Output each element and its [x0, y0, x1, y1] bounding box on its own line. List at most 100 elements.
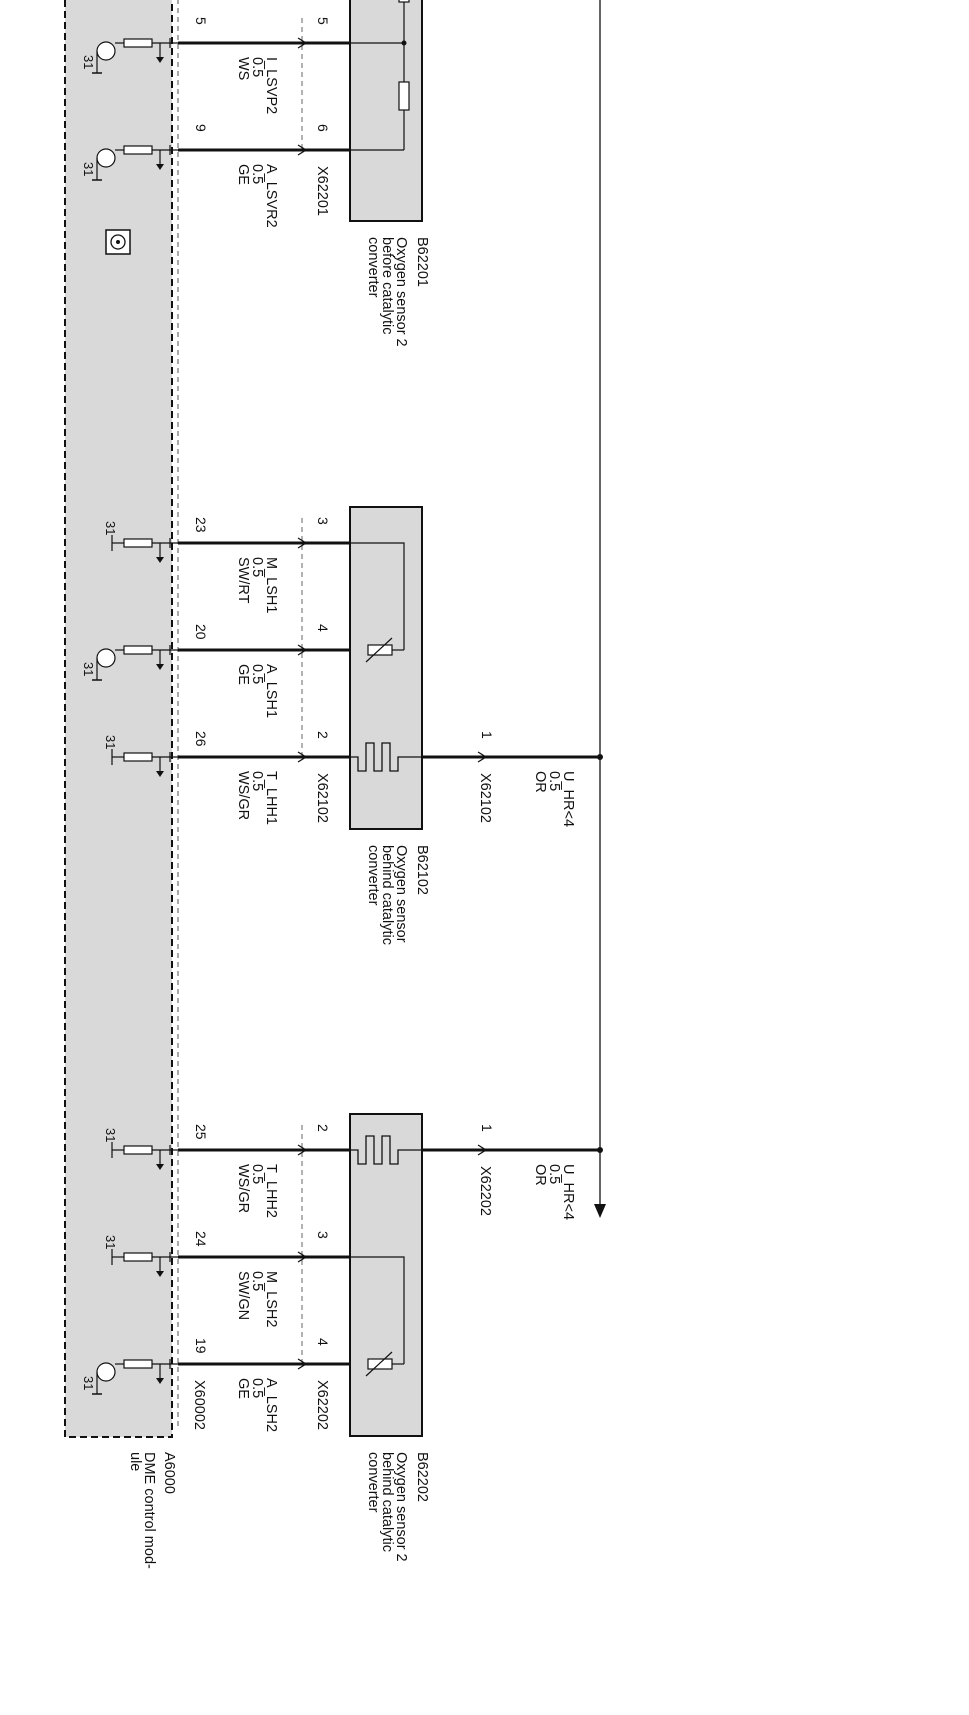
module-driver-stage [92, 645, 178, 681]
supply-connector-id: X62202 [477, 1166, 493, 1216]
sensor-id: B62201 [414, 237, 430, 287]
sensor-name: behind catalytic [379, 845, 395, 945]
module-pin-number: 25 [193, 1124, 209, 1140]
sensor-pin-number: 2 [315, 1124, 331, 1132]
wire-signal-name: A_LSH1 [263, 664, 279, 718]
wire-size: 0.5 [249, 1164, 265, 1184]
sensor-pin-number: 2 [315, 731, 331, 739]
sensor-name: before catalytic [379, 237, 395, 335]
wire-color: WS/GR [235, 1164, 251, 1213]
sensor-name: converter [365, 237, 381, 298]
wire-color: SW/RT [235, 557, 251, 604]
cell-return [350, 1256, 405, 1364]
heater-element [350, 742, 422, 772]
sensor-resistor [398, 81, 410, 111]
wire-signal-name: T_LHH2 [263, 1164, 279, 1218]
sensor-pin-number: 3 [315, 1231, 331, 1239]
wire-size: 0.5 [249, 164, 265, 184]
supply-wire-size: 0.5 [546, 771, 562, 791]
driver-resistor [123, 1145, 153, 1155]
sensor-pin-number: 5 [315, 17, 331, 25]
sensor-name: Oxygen sensor [393, 845, 409, 943]
module-driver-stage [111, 1249, 178, 1277]
module-name: ule [127, 1452, 143, 1471]
sensor-pin-number: 4 [315, 1338, 331, 1346]
connector-pin-mark [297, 144, 308, 156]
connector-pin-mark [477, 1144, 488, 1156]
module-driver-stage [92, 38, 178, 74]
supply-connector-id: X62102 [477, 773, 493, 823]
wire-signal-name: M_LSH2 [263, 1271, 279, 1327]
module-pin-number: 9 [193, 124, 209, 132]
sensor-id: B62202 [414, 1452, 430, 1502]
ground-label: 31 [103, 735, 118, 749]
wire-size: 0.5 [249, 664, 265, 684]
connector-pin-mark [297, 1144, 308, 1156]
sensor-connector-id: X62202 [314, 1380, 330, 1430]
transistor-symbol [96, 1362, 116, 1382]
driver-tap-arrow [156, 1164, 164, 1170]
driver-resistor [123, 538, 153, 548]
supply-wire-size: 0.5 [546, 1164, 562, 1184]
transistor-symbol [96, 41, 116, 61]
module-connector-id: X60002 [191, 1380, 207, 1430]
continuation-arrow [594, 1204, 606, 1218]
wire-signal-name: M_LSH1 [263, 557, 279, 613]
ground-label: 31 [81, 55, 96, 69]
module-driver-stage [111, 749, 178, 777]
driver-tap-arrow [156, 1378, 164, 1384]
heater-element [350, 1135, 422, 1165]
module-id: A6000 [161, 1452, 177, 1494]
driver-tap-arrow [156, 164, 164, 170]
sensor-cell [367, 1358, 393, 1370]
sensor-name: converter [365, 1452, 381, 1513]
ground-label: 31 [81, 1376, 96, 1390]
driver-tap-arrow [156, 664, 164, 670]
wire-signal-name: I_LSVP2 [263, 57, 279, 114]
ground-label: 31 [81, 662, 96, 676]
wire-color: WS [235, 57, 251, 80]
ground-label: 31 [103, 1235, 118, 1249]
sensor-name: Oxygen sensor 2 [393, 237, 409, 347]
sensor-resistor [398, 0, 410, 3]
ground-label: 31 [103, 521, 118, 535]
driver-tap-arrow [156, 771, 164, 777]
wire-size: 0.5 [249, 1271, 265, 1291]
wire-signal-name: A_LSH2 [263, 1378, 279, 1432]
sensor-pin-number: 4 [315, 624, 331, 632]
driver-resistor [123, 145, 153, 155]
driver-resistor [123, 38, 153, 48]
driver-resistor [123, 1359, 153, 1369]
driver-resistor [123, 1252, 153, 1262]
module-pin-number: 5 [193, 17, 209, 25]
bus-junction [597, 754, 603, 760]
driver-resistor [123, 752, 153, 762]
connector-pin-mark [297, 644, 308, 656]
wire-color: WS/GR [235, 771, 251, 820]
sensor-name: converter [365, 845, 381, 906]
sensor-name: behind catalytic [379, 1452, 395, 1552]
wire-color: GE [235, 1378, 251, 1399]
connector-pin-mark [297, 1251, 308, 1263]
sensor-body [349, 0, 423, 222]
driver-resistor [123, 645, 153, 655]
wire-color: GE [235, 664, 251, 685]
transistor-symbol [96, 648, 116, 668]
supply-pin-number: 1 [479, 1124, 495, 1132]
wire-size: 0.5 [249, 557, 265, 577]
sensor-id: B62102 [414, 845, 430, 895]
wire-signal-name: A_LSVR2 [263, 164, 279, 228]
module-name: DME control mod- [141, 1452, 157, 1569]
supply-wire-color: OR [532, 771, 548, 793]
sensor-name: Oxygen sensor 2 [393, 1452, 409, 1562]
wire-color: SW/GN [235, 1271, 251, 1320]
wire-signal-name: T_LHH1 [263, 771, 279, 825]
supply-pin-number: 1 [479, 731, 495, 739]
driver-tap-arrow [156, 1271, 164, 1277]
sensor-connector-id: X62102 [314, 773, 330, 823]
ground-label: 31 [81, 162, 96, 176]
connector-pin-mark [297, 537, 308, 549]
wire-color: GE [235, 164, 251, 185]
bus-junction [597, 1147, 603, 1153]
